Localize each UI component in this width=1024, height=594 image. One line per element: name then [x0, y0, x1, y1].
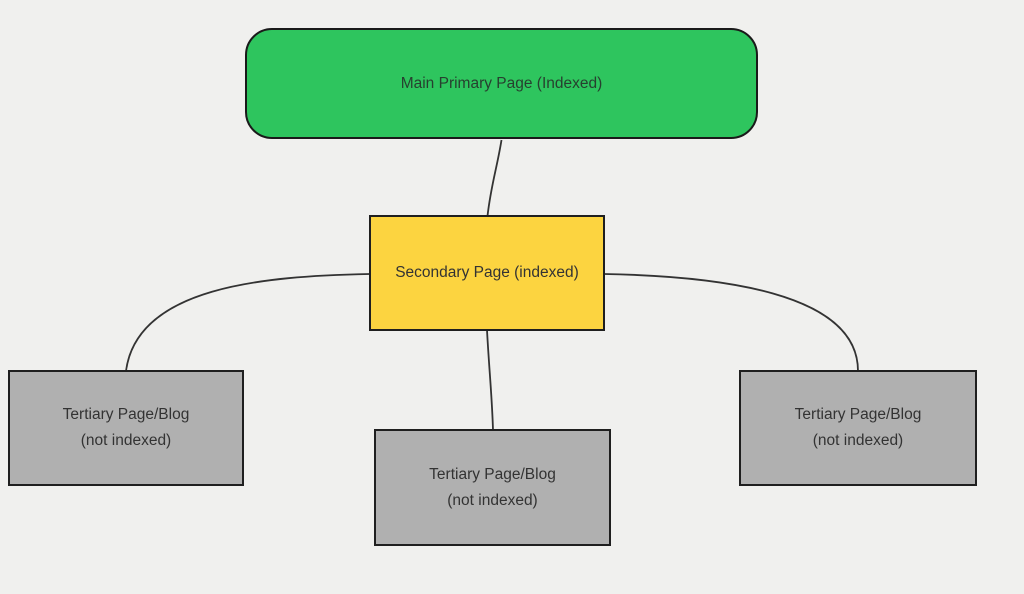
node-tertiary-page-left: Tertiary Page/Blog (not indexed) [8, 370, 244, 486]
node-tertiary-page-right: Tertiary Page/Blog (not indexed) [739, 370, 977, 486]
node-tertiary-page-right-label-line2: (not indexed) [812, 432, 904, 449]
node-secondary-page: Secondary Page (indexed) [369, 215, 605, 331]
edge-secondary-to-tertiary-left [125, 273, 371, 372]
edge-secondary-to-tertiary-middle [486, 329, 494, 431]
edge-main-to-secondary [486, 139, 503, 217]
node-tertiary-page-left-label-line1: Tertiary Page/Blog [62, 406, 190, 423]
node-tertiary-page-right-label-line1: Tertiary Page/Blog [794, 406, 922, 423]
node-tertiary-page-middle: Tertiary Page/Blog (not indexed) [374, 429, 611, 546]
edge-secondary-to-tertiary-right [603, 273, 859, 372]
node-tertiary-page-middle-label-line2: (not indexed) [447, 491, 538, 509]
node-main-primary-page: Main Primary Page (Indexed) [245, 28, 758, 139]
node-tertiary-page-middle-label-line1: Tertiary Page/Blog [429, 465, 556, 483]
node-secondary-page-label: Secondary Page (indexed) [395, 264, 579, 281]
node-main-primary-page-label: Main Primary Page (Indexed) [400, 74, 603, 92]
node-tertiary-page-left-label-line2: (not indexed) [80, 432, 172, 449]
